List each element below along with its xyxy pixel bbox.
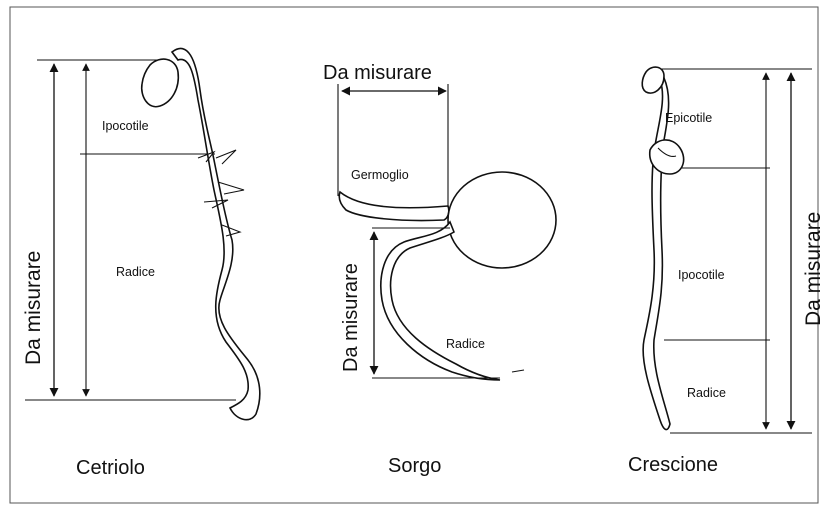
caption-sorgo: Sorgo xyxy=(388,455,441,477)
caption-crescione: Crescione xyxy=(628,454,718,476)
cetriolo-measure-label: Da misurare xyxy=(22,251,45,365)
sorgo-seed xyxy=(448,172,556,268)
caption-cetriolo: Cetriolo xyxy=(76,457,145,479)
cetriolo-segment-ipocotile: Ipocotile xyxy=(102,119,149,133)
panel-sorgo: Da misurare Da misurare Germoglio Radice… xyxy=(323,62,556,477)
crescione-segment-ipocotile: Ipocotile xyxy=(678,268,725,282)
panel-cetriolo: Da misurare Ipocotile Radice Cetriolo xyxy=(22,48,260,479)
crescione-measure-label: Da misurare xyxy=(802,212,820,326)
sorgo-measure-label-side: Da misurare xyxy=(340,263,362,372)
crescione-seedling xyxy=(643,78,670,430)
cetriolo-seedling xyxy=(172,48,260,419)
cetriolo-root-hair xyxy=(216,150,236,164)
sorgo-segment-germoglio: Germoglio xyxy=(351,168,409,182)
cetriolo-cotyledon xyxy=(142,59,179,107)
sorgo-root-tip-mark xyxy=(512,370,524,372)
crescione-segment-epicotile: Epicotile xyxy=(665,111,712,125)
panel-crescione: Epicotile Ipocotile Radice Da misurare C… xyxy=(628,67,820,476)
crescione-cotyledon-top xyxy=(642,67,664,93)
crescione-segment-radice: Radice xyxy=(687,386,726,400)
cetriolo-root-hair xyxy=(218,182,244,194)
sorgo-measure-label-top: Da misurare xyxy=(323,62,432,84)
sorgo-segment-radice: Radice xyxy=(446,337,485,351)
cetriolo-segment-radice: Radice xyxy=(116,265,155,279)
sorgo-shoot xyxy=(339,192,449,221)
